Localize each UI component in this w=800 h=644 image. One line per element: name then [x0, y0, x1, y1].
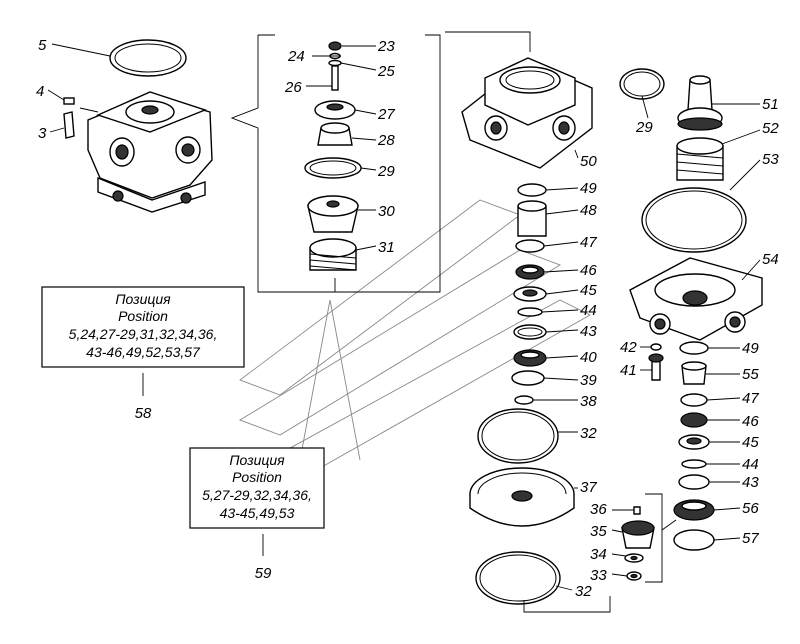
middle-stack: 50 49 48 47 46 45 44 43 40 39 38 32 37 3… [461, 57, 611, 613]
callout-45-right: 45 [742, 434, 759, 451]
callout-45-mid: 45 [580, 282, 597, 299]
part-46-seal-right [680, 412, 708, 428]
callout-32-lower: 32 [575, 583, 592, 600]
kit-59-line4: 43-45,49,53 [220, 505, 295, 521]
kit-58-ref: 58 [135, 405, 152, 422]
part-32-ring-upper [477, 408, 559, 464]
callout-23: 23 [377, 38, 395, 55]
callout-24: 24 [287, 48, 305, 65]
callout-46-right: 46 [742, 413, 759, 430]
kit-box-58: Позиция Position 5,24,27-29,31,32,34,36,… [41, 286, 245, 422]
part-57-spring-ring [673, 529, 715, 551]
callout-55: 55 [742, 366, 759, 383]
callout-49-right: 49 [742, 340, 759, 357]
callout-31: 31 [378, 239, 395, 256]
part-23-nut [328, 41, 342, 51]
callout-25: 25 [377, 63, 395, 80]
callout-48: 48 [580, 202, 597, 219]
callout-41: 41 [620, 362, 637, 379]
part-49-washer [517, 183, 547, 197]
callout-29-right: 29 [635, 119, 653, 136]
callout-5: 5 [38, 37, 47, 54]
kit-59-line2: Position [232, 469, 282, 485]
part-42-washer [650, 343, 662, 351]
callout-47-mid: 47 [580, 234, 597, 251]
stack-bracket [230, 34, 441, 293]
kit-box-59: Позиция Position 5,27-29,32,34,36, 43-45… [189, 447, 325, 582]
housing-bracket [445, 31, 531, 52]
callout-3: 3 [38, 125, 47, 142]
callout-43-right: 43 [742, 474, 759, 491]
right-stack: 29 51 52 53 54 42 41 49 55 47 46 45 44 4… [590, 68, 779, 584]
part-5-gasket-ring [109, 39, 187, 77]
callout-40: 40 [580, 349, 597, 366]
callout-33: 33 [590, 567, 607, 584]
callout-49-mid: 49 [580, 180, 597, 197]
part-29-ring-right [619, 68, 665, 100]
callout-50: 50 [580, 153, 597, 170]
upper-stack: 23 24 25 26 27 28 29 30 31 [284, 38, 395, 292]
part-3-bolt [63, 111, 75, 139]
callout-44-right: 44 [742, 456, 759, 473]
callout-37: 37 [580, 479, 597, 496]
callout-29: 29 [377, 163, 395, 180]
callout-35: 35 [590, 523, 607, 540]
part-47-ring [515, 239, 545, 253]
callout-28: 28 [377, 132, 395, 149]
callout-34: 34 [590, 546, 607, 563]
part-25-washer [328, 59, 342, 67]
callout-44-mid: 44 [580, 302, 597, 319]
part-32-ring-lower [475, 551, 561, 605]
callout-26: 26 [284, 79, 302, 96]
kit-59-ref: 59 [255, 565, 272, 582]
part-36-pin [633, 506, 641, 515]
callout-52: 52 [762, 120, 779, 137]
small-parts-bracket [645, 493, 663, 583]
callout-4: 4 [36, 83, 44, 100]
part-49-washer-right [679, 341, 709, 355]
callout-30: 30 [378, 203, 395, 220]
callout-38: 38 [580, 393, 597, 410]
kit-59-line1: Позиция [229, 452, 285, 468]
part-38-ring [514, 395, 534, 405]
callout-42: 42 [620, 339, 637, 356]
callout-57: 57 [742, 530, 759, 547]
callout-36: 36 [590, 501, 607, 518]
part-43-ring-right [678, 474, 710, 490]
part-53-ring [641, 187, 747, 253]
callout-43-mid: 43 [580, 323, 597, 340]
callout-51: 51 [762, 96, 779, 113]
kit-58-line3: 5,24,27-29,31,32,34,36, [69, 326, 218, 342]
part-26-stem [331, 65, 339, 91]
callout-53: 53 [762, 151, 779, 168]
callout-54: 54 [762, 251, 779, 268]
callout-47-right: 47 [742, 390, 759, 407]
part-4-washer [63, 97, 75, 105]
callout-56: 56 [742, 500, 759, 517]
callout-32-upper: 32 [580, 425, 597, 442]
kit-59-line3: 5,27-29,32,34,36, [202, 487, 312, 503]
kit-58-line2: Position [118, 308, 168, 324]
part-39-spring-ring [511, 370, 545, 386]
part-44-ring-right [681, 459, 707, 469]
kit-58-line4: 43-46,49,52,53,57 [86, 344, 201, 360]
kit-58-line1: Позиция [115, 291, 171, 307]
assembled-valve: 5 4 3 [36, 37, 213, 213]
callout-39: 39 [580, 372, 597, 389]
part-43-ring [513, 324, 547, 340]
part-44-ring [517, 307, 543, 317]
part-47-ring-right [680, 393, 708, 407]
callout-46-mid: 46 [580, 262, 597, 279]
callout-27: 27 [377, 106, 395, 123]
